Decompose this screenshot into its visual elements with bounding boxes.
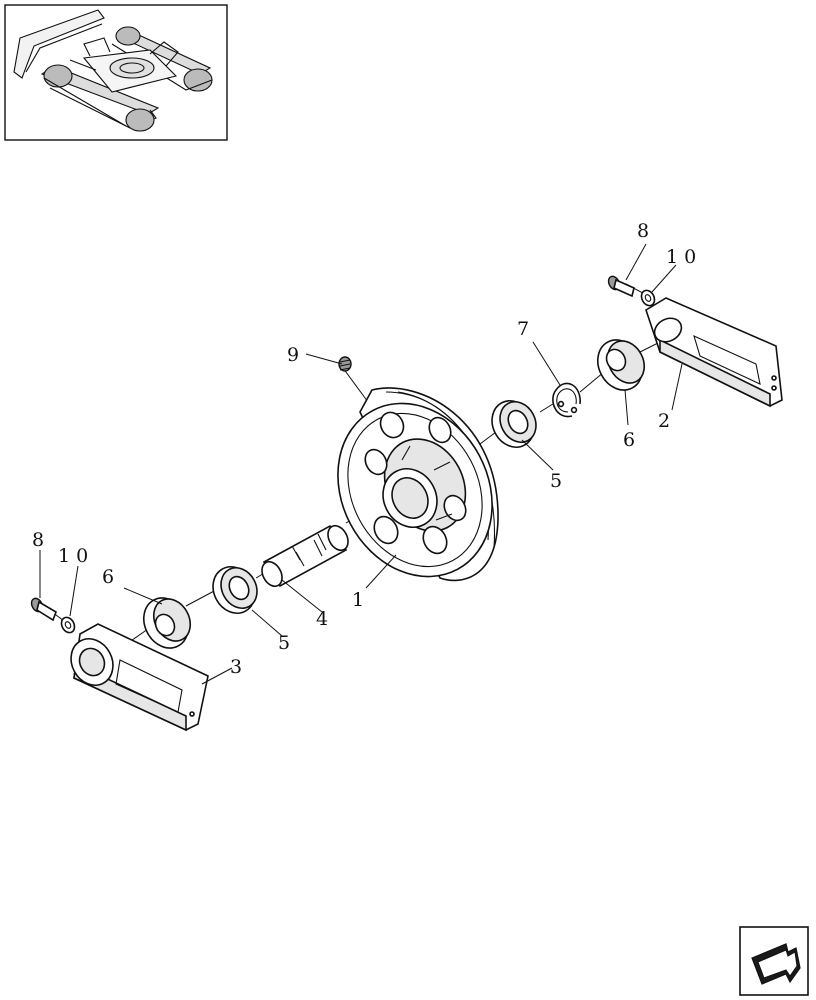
callout-8-right: 8 — [637, 220, 649, 242]
callout-9: 9 — [287, 344, 299, 366]
leader-lines — [39, 243, 683, 685]
callout-6-left: 6 — [102, 566, 114, 588]
return-arrow-icon[interactable] — [739, 926, 809, 996]
washer-right — [640, 289, 656, 307]
bearing-left — [212, 566, 258, 614]
callout-3: 3 — [230, 656, 242, 678]
undercarriage-thumbnail-icon[interactable] — [4, 4, 228, 141]
idler-wheel — [337, 387, 499, 582]
callout-5-left: 5 — [278, 632, 290, 654]
bolt-right — [607, 275, 635, 298]
bracket-right — [645, 297, 783, 408]
callout-6-right: 6 — [623, 429, 635, 451]
callout-2: 2 — [658, 410, 670, 432]
bearing-right — [491, 400, 537, 448]
callout-1: 1 — [352, 589, 364, 611]
snap-ring — [552, 382, 581, 418]
washer-left — [60, 616, 76, 634]
seal-right — [597, 339, 646, 391]
bolt-left — [30, 597, 57, 622]
callout-4: 4 — [316, 608, 328, 630]
callout-labels: 9 8 1 0 7 6 2 5 1 4 5 6 8 1 0 3 — [32, 220, 696, 678]
shaft — [261, 524, 349, 588]
grease-plug — [338, 356, 352, 372]
callout-10-left: 1 0 — [58, 545, 88, 567]
callout-10-right: 1 0 — [666, 246, 696, 268]
callout-7: 7 — [517, 318, 529, 340]
seal-left — [143, 597, 192, 649]
callout-5-right: 5 — [550, 470, 562, 492]
bracket-left — [70, 623, 209, 732]
callout-8-left: 8 — [32, 529, 44, 551]
